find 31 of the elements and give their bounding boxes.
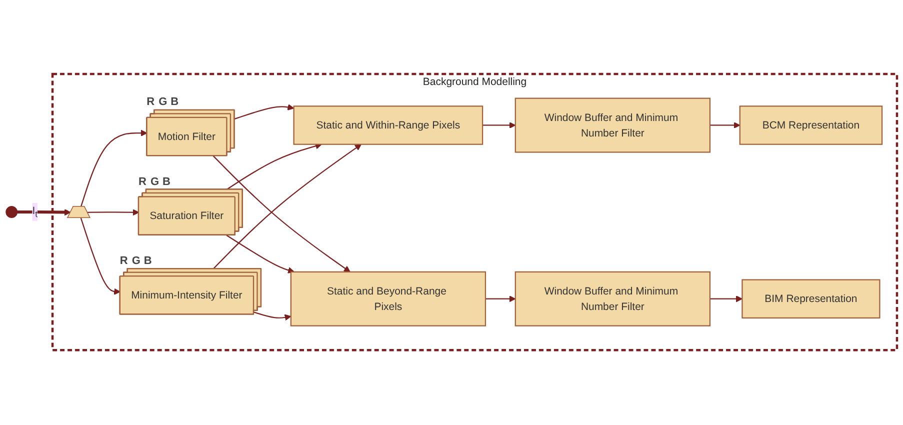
arrow bbox=[87, 210, 140, 216]
node-box bbox=[293, 106, 484, 146]
channel-label: B bbox=[144, 254, 152, 267]
node-circle bbox=[6, 206, 18, 218]
arrow bbox=[254, 312, 292, 322]
channel-label: R bbox=[120, 254, 128, 267]
arrow bbox=[212, 144, 362, 270]
arrow bbox=[485, 296, 516, 303]
arrow bbox=[710, 122, 740, 129]
arrow bbox=[80, 218, 121, 296]
channel-label: B bbox=[162, 176, 170, 188]
arrow bbox=[212, 156, 350, 273]
node-box bbox=[514, 272, 711, 327]
arrow bbox=[482, 122, 516, 129]
arrow bbox=[17, 209, 71, 216]
channel-label: R bbox=[138, 176, 146, 188]
node-box bbox=[742, 280, 880, 319]
arrow bbox=[80, 130, 148, 208]
arrow bbox=[226, 143, 322, 191]
channel-label: G bbox=[132, 254, 140, 267]
arrow bbox=[710, 296, 742, 303]
channel-label: B bbox=[170, 96, 179, 108]
node-box bbox=[290, 272, 486, 327]
node-box bbox=[739, 106, 883, 146]
channel-label: R bbox=[146, 96, 155, 108]
channel-label: G bbox=[158, 96, 168, 108]
arrow bbox=[234, 104, 294, 120]
arrow bbox=[226, 235, 295, 274]
channel-label: G bbox=[150, 176, 160, 188]
node-trapezoid bbox=[66, 206, 91, 218]
node-box bbox=[514, 98, 711, 154]
